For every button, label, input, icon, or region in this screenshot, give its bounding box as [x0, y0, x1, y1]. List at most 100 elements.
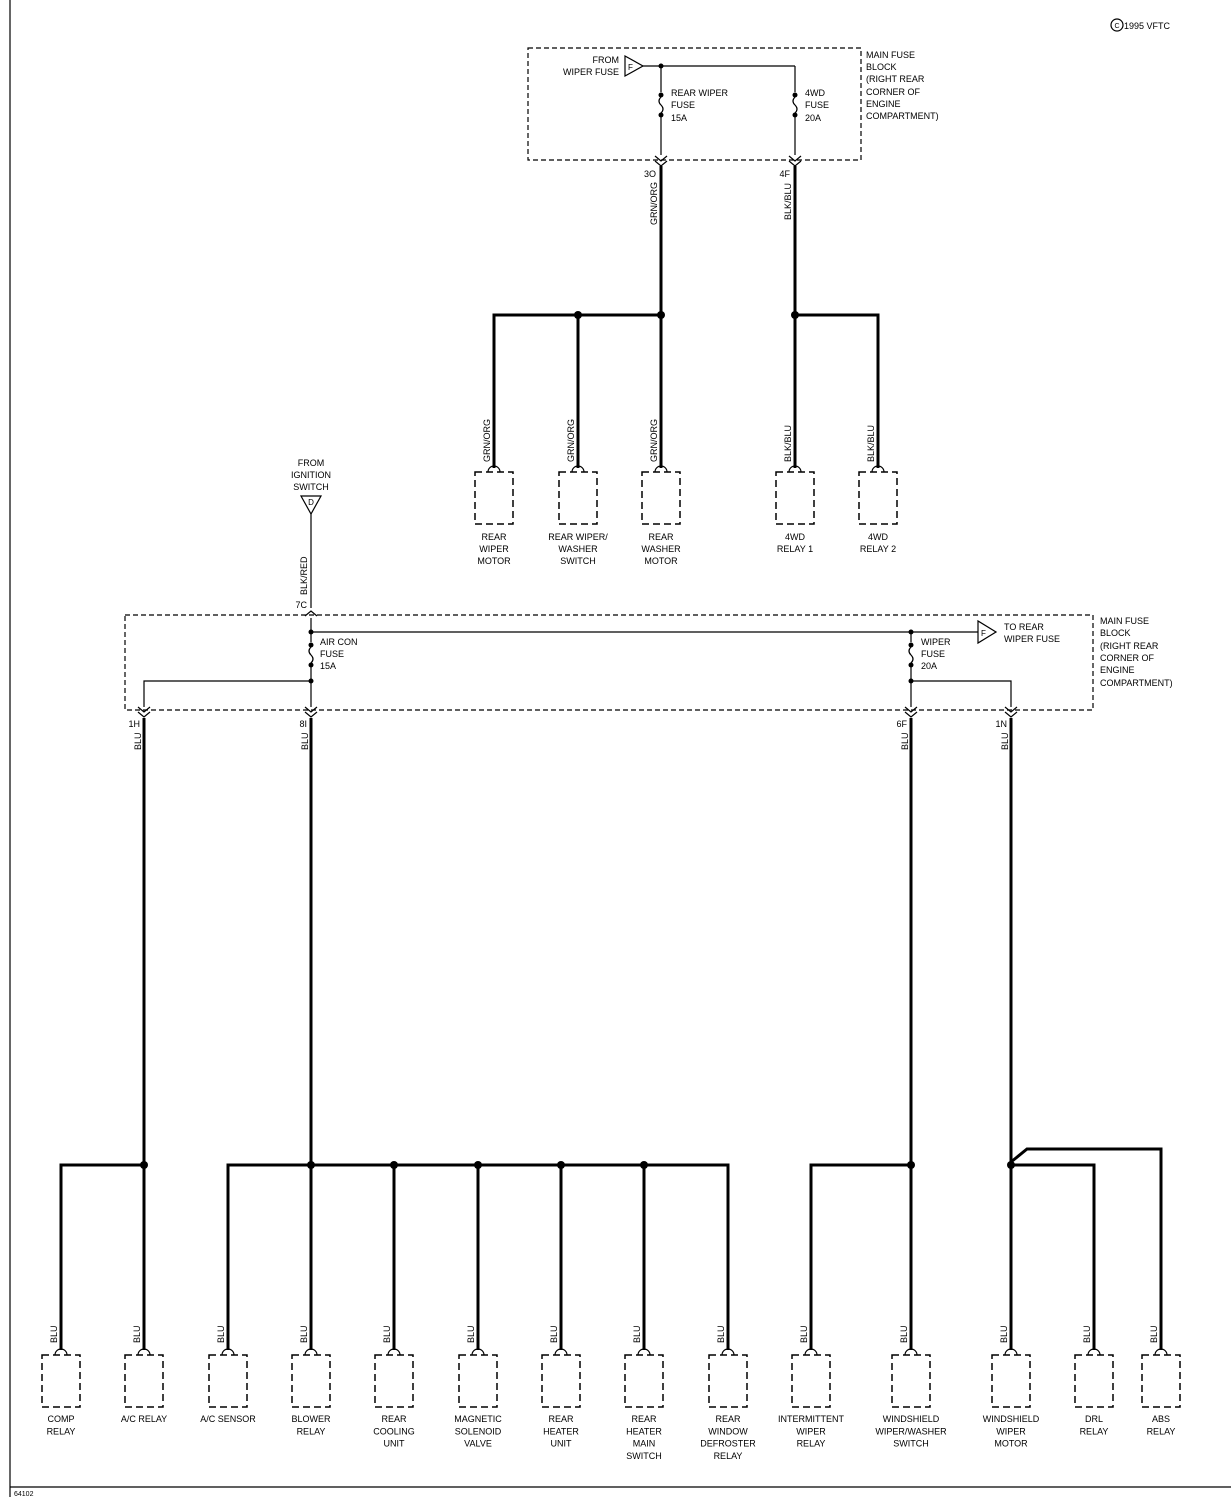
svg-text:F: F	[981, 629, 986, 638]
wire-label-blk-blu-main: BLK/BLU	[783, 183, 793, 220]
svg-text:4WD: 4WD	[868, 532, 889, 542]
svg-text:BLOCK: BLOCK	[1100, 628, 1131, 638]
svg-text:20A: 20A	[805, 113, 821, 123]
from-ignition-switch-connector: D	[299, 495, 323, 516]
wire-label: BLU	[49, 1325, 59, 1343]
wire-label-blk-red: BLK/RED	[299, 556, 309, 595]
component-box	[991, 1354, 1031, 1408]
wire-label: BLU	[999, 1325, 1009, 1343]
terminal-8i: 8I	[299, 719, 307, 729]
svg-text:RELAY 1: RELAY 1	[777, 544, 813, 554]
svg-text:RELAY 2: RELAY 2	[860, 544, 896, 554]
connector-icon	[387, 1348, 401, 1356]
svg-text:FUSE: FUSE	[921, 649, 945, 659]
top-fuse-block-outline	[527, 47, 862, 161]
component-label: REAR	[631, 1414, 657, 1424]
wire-label-feed-8i: BLU	[300, 732, 310, 750]
wire-label: BLK/BLU	[783, 425, 793, 462]
component-box	[124, 1354, 164, 1408]
wire-label: BLU	[549, 1325, 559, 1343]
svg-text:D: D	[308, 498, 314, 507]
svg-text:REAR: REAR	[648, 532, 674, 542]
wire-label: BLU	[799, 1325, 809, 1343]
to-rear-wiper-fuse-connector: F	[977, 619, 998, 645]
wire-label: BLU	[899, 1325, 909, 1343]
svg-text:(RIGHT REAR: (RIGHT REAR	[1100, 641, 1159, 651]
svg-text:WASHER: WASHER	[558, 544, 598, 554]
4wd-fuse-label: 4WD FUSE 20A	[805, 88, 829, 123]
terminal-4f: 4F	[779, 169, 790, 179]
component-label: MAGNETIC	[454, 1414, 502, 1424]
wire-label: BLU	[466, 1325, 476, 1343]
wire-label: BLK/BLU	[866, 425, 876, 462]
component-box	[208, 1354, 248, 1408]
svg-text:COMPARTMENT): COMPARTMENT)	[1100, 678, 1173, 688]
component-label: WINDOW	[708, 1426, 748, 1436]
component-label: SOLENOID	[455, 1426, 502, 1436]
component-label: INTERMITTENT	[778, 1414, 844, 1424]
rear-washer-motor-component: GRN/ORG REAR WASHER MOTOR	[641, 419, 681, 566]
component-label: COOLING	[373, 1426, 415, 1436]
component-label: WIPER	[796, 1426, 826, 1436]
wire-label: BLU	[216, 1325, 226, 1343]
svg-text:WASHER: WASHER	[641, 544, 681, 554]
rear-wiper-fuse-icon	[658, 92, 664, 118]
connector-icon	[904, 1348, 918, 1356]
svg-text:15A: 15A	[671, 113, 687, 123]
svg-text:SWITCH: SWITCH	[293, 482, 329, 492]
component-label: SWITCH	[626, 1451, 662, 1461]
wire-label: BLU	[1082, 1325, 1092, 1343]
component-label: RELAY	[714, 1451, 743, 1461]
4wd-relay-1-component: BLK/BLU 4WD RELAY 1	[775, 425, 815, 554]
component-label: BLOWER	[291, 1414, 331, 1424]
wire-label: GRN/ORG	[482, 419, 492, 462]
connector-icon	[54, 1348, 68, 1356]
connector-1n-icon	[1004, 706, 1018, 718]
component-box	[624, 1354, 664, 1408]
connector-icon	[221, 1348, 235, 1356]
svg-text:15A: 15A	[320, 661, 336, 671]
bottom-fuse-block-outline	[124, 614, 1094, 711]
air-con-fuse-label: AIR CON FUSE 15A	[320, 637, 358, 671]
component-box	[291, 1354, 331, 1408]
svg-text:WIPER: WIPER	[921, 637, 951, 647]
component-label: HEATER	[626, 1426, 662, 1436]
connector-1h-icon	[137, 706, 151, 718]
wire-label: BLU	[382, 1325, 392, 1343]
component-box	[1074, 1354, 1114, 1408]
component-box	[541, 1354, 581, 1408]
svg-text:MAIN FUSE: MAIN FUSE	[1100, 616, 1149, 626]
svg-text:20A: 20A	[921, 661, 937, 671]
svg-text:FUSE: FUSE	[671, 100, 695, 110]
svg-text:SWITCH: SWITCH	[560, 556, 596, 566]
component-label: RELAY	[1147, 1426, 1176, 1436]
svg-text:REAR WIPER: REAR WIPER	[671, 88, 729, 98]
wire-label: GRN/ORG	[566, 419, 576, 462]
wire-label: BLU	[299, 1325, 309, 1343]
component-label: REAR	[548, 1414, 574, 1424]
connector-icon	[554, 1348, 568, 1356]
terminal-6f: 6F	[896, 719, 907, 729]
connector-icon	[804, 1348, 818, 1356]
wiper-fuse-icon	[908, 642, 914, 668]
wire-label-feed-1n: BLU	[1000, 732, 1010, 750]
component-box	[374, 1354, 414, 1408]
wire-label: BLU	[716, 1325, 726, 1343]
svg-text:IGNITION: IGNITION	[291, 470, 331, 480]
terminal-1n: 1N	[995, 719, 1007, 729]
terminal-7c: 7C	[295, 600, 307, 610]
component-box	[458, 1354, 498, 1408]
svg-text:FROM: FROM	[298, 458, 325, 468]
connector-4f-icon	[788, 155, 802, 167]
component-label: WIPER	[996, 1426, 1026, 1436]
